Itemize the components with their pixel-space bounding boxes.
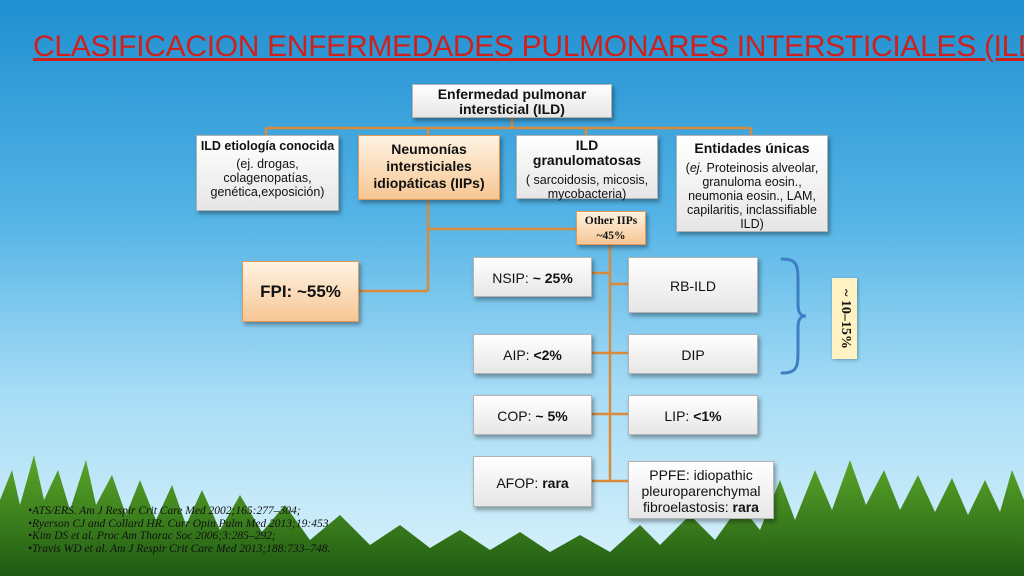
ppfe-line3-value: rara: [732, 499, 759, 515]
category-unique-title: Entidades únicas: [694, 140, 810, 156]
category-unique-desc: (ej. Proteinosis alveolar, granuloma eos…: [677, 161, 827, 231]
category-unique-entities: Entidades únicas (ej. Proteinosis alveol…: [676, 135, 828, 232]
fpi-value: ~55%: [296, 282, 341, 301]
category-unique-desc-ej: ej.: [689, 161, 704, 175]
category-iips-line2: intersticiales: [386, 158, 472, 174]
afop-value: rara: [542, 475, 569, 491]
nsip-box: NSIP: ~ 25%: [473, 257, 592, 297]
aip-box: AIP: <2%: [473, 334, 592, 374]
page-title: CLASIFICACION ENFERMEDADES PULMONARES IN…: [33, 30, 1024, 63]
reference-item: •ATS/ERS. Am J Respir Crit Care Med 2002…: [28, 505, 301, 517]
ppfe-line3: fibroelastosis: rara: [629, 499, 773, 515]
category-known-title: ILD etiología conocida: [200, 139, 335, 153]
dip-box: DIP: [628, 334, 758, 374]
root-node-line1: Enfermedad pulmonar: [437, 86, 587, 102]
category-granulomatous-title: ILD granulomatosas: [532, 137, 642, 168]
ppfe-line2: pleuroparenchymal: [641, 483, 761, 499]
ppfe-box: PPFE: idiopathic pleuroparenchymal fibro…: [628, 461, 774, 519]
reference-item: •Kim DS et al. Proc Am Thorac Soc 2006;3…: [28, 530, 276, 542]
rb-ild-box: RB-ILD: [628, 257, 758, 313]
other-iips-value: ~45%: [596, 230, 626, 242]
aip-label: AIP:: [503, 347, 534, 363]
bracket-percentage-text: ~ 10–15%: [837, 288, 853, 349]
category-known-desc: (ej. drogas, colagenopatías, genética,ex…: [210, 157, 325, 199]
nsip-value: ~ 25%: [532, 270, 573, 286]
ppfe-line1: PPFE: idiopathic: [649, 467, 753, 483]
dip-label: DIP: [681, 347, 705, 363]
category-unique-desc-prefix: (: [685, 161, 690, 175]
ppfe-line3-text: fibroelastosis:: [643, 499, 733, 515]
other-iips-label: Other IIPs: [584, 215, 638, 227]
bracket-percentage: ~ 10–15%: [832, 278, 857, 359]
reference-item: •Ryerson CJ and Collard HR. Curr Opin Pu…: [28, 517, 329, 530]
cop-box: COP: ~ 5%: [473, 395, 592, 435]
fpi-label: FPI:: [260, 282, 293, 301]
root-node-ild: Enfermedad pulmonar intersticial (ILD): [412, 84, 612, 118]
references: •ATS/ERS. Am J Respir Crit Care Med 2002…: [28, 505, 330, 555]
afop-label: AFOP:: [496, 475, 543, 491]
category-granulomatous-desc: ( sarcoidosis, micosis, mycobacteria): [525, 173, 649, 201]
lip-box: LIP: <1%: [628, 395, 758, 435]
cop-label: COP:: [497, 408, 536, 424]
category-known-etiology: ILD etiología conocida (ej. drogas, cola…: [196, 135, 339, 211]
fpi-box: FPI: ~55%: [242, 261, 359, 322]
category-iips: Neumonías intersticiales idiopáticas (II…: [358, 135, 500, 200]
curly-brace: [780, 257, 807, 375]
category-iips-line3: idiopáticas (IIPs): [373, 175, 485, 191]
nsip-label: NSIP:: [492, 270, 533, 286]
afop-box: AFOP: rara: [473, 456, 592, 507]
cop-value: ~ 5%: [535, 408, 568, 424]
root-node-line2: intersticial (ILD): [459, 101, 565, 117]
category-iips-line1: Neumonías: [391, 141, 467, 157]
aip-value: <2%: [533, 347, 562, 363]
category-granulomatous: ILD granulomatosas ( sarcoidosis, micosi…: [516, 135, 658, 201]
category-unique-desc-rest: Proteinosis alveolar, granuloma eosin., …: [687, 161, 819, 231]
lip-value: <1%: [693, 408, 722, 424]
other-iips-box: Other IIPs ~45%: [576, 211, 646, 245]
reference-item: •Travis WD et al. Am J Respir Crit Care …: [28, 542, 331, 555]
lip-label: LIP:: [664, 408, 694, 424]
rb-ild-label: RB-ILD: [670, 278, 716, 294]
